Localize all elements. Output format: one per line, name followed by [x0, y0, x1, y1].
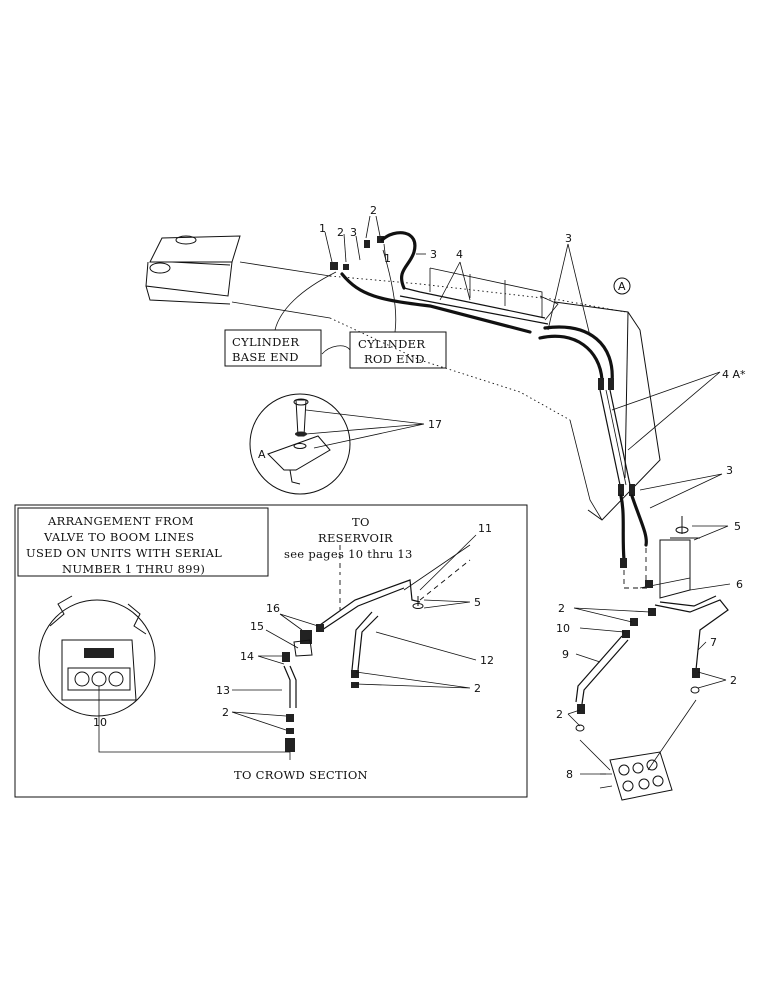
- callout-1b: 1: [384, 252, 391, 265]
- callout-11: 11: [478, 522, 492, 535]
- callout-10a: 10: [556, 622, 570, 635]
- cylinder-labels: CYLINDER BASE END CYLINDER ROD END: [224, 249, 447, 369]
- callout-4a: 4 A*: [722, 368, 746, 381]
- callout-5a: 5: [734, 520, 741, 533]
- detail-a-clamp: A: [249, 393, 351, 495]
- callout-12: 12: [480, 654, 494, 667]
- callout-2d: 2: [730, 674, 737, 687]
- inset-arrangement-box: ARRANGEMENT FROM VALVE TO BOOM LINES USE…: [14, 504, 528, 798]
- callout-15: 15: [250, 620, 264, 633]
- callout-numbers: 1 2 3 2 1 3 4 3 4 A* 17 3 5 6 2 10 7 9 2…: [93, 204, 746, 781]
- cylinder-rod-line-1: CYLINDER: [358, 337, 425, 351]
- callout-5b: 5: [474, 596, 481, 609]
- callout-3c: 3: [565, 232, 572, 245]
- arrangement-line-1: ARRANGEMENT FROM: [47, 514, 194, 528]
- callout-3b: 3: [430, 248, 437, 261]
- detail-a-reference-circle: [613, 277, 631, 295]
- to-reservoir-line-1: TO: [352, 515, 370, 529]
- callout-3d: 3: [726, 464, 733, 477]
- callout-6: 6: [736, 578, 743, 591]
- callout-1a: 1: [319, 222, 326, 235]
- leader-lines: [231, 215, 731, 775]
- callout-3a: 3: [350, 226, 357, 239]
- arrangement-line-3: USED ON UNITS WITH SERIAL: [26, 546, 222, 560]
- callout-8: 8: [566, 768, 573, 781]
- arrangement-line-4: NUMBER 1 THRU 899): [62, 562, 205, 576]
- callout-16: 16: [266, 602, 280, 615]
- callout-10b: 10: [93, 716, 107, 729]
- callout-2g: 2: [222, 706, 229, 719]
- callout-2e: 2: [556, 708, 563, 721]
- callout-4: 4: [456, 248, 463, 261]
- callout-7: 7: [710, 636, 717, 649]
- callout-2c: 2: [558, 602, 565, 615]
- callout-2a: 2: [337, 226, 344, 239]
- cylinder-base-line-1: CYLINDER: [232, 335, 299, 349]
- callout-17: 17: [428, 418, 442, 431]
- callout-9: 9: [562, 648, 569, 661]
- callout-14: 14: [240, 650, 254, 663]
- detail-a-letter: A: [258, 448, 266, 461]
- arrangement-line-2: VALVE TO BOOM LINES: [43, 530, 194, 544]
- cylinder-base-line-2: BASE END: [232, 350, 299, 364]
- to-crowd-section-label: TO CROWD SECTION: [234, 768, 368, 782]
- to-reservoir-line-2: RESERVOIR: [318, 531, 393, 545]
- callout-13: 13: [216, 684, 230, 697]
- callout-2b: 2: [370, 204, 377, 217]
- callout-2f: 2: [474, 682, 481, 695]
- control-valve: [599, 751, 673, 801]
- to-reservoir-line-3: see pages 10 thru 13: [284, 547, 413, 561]
- detail-a-reference-letter: A: [618, 280, 626, 293]
- boom-hose-lines: [330, 231, 729, 771]
- cylinder-rod-line-2: ROD END: [364, 352, 425, 366]
- boom-arm: A: [145, 235, 661, 521]
